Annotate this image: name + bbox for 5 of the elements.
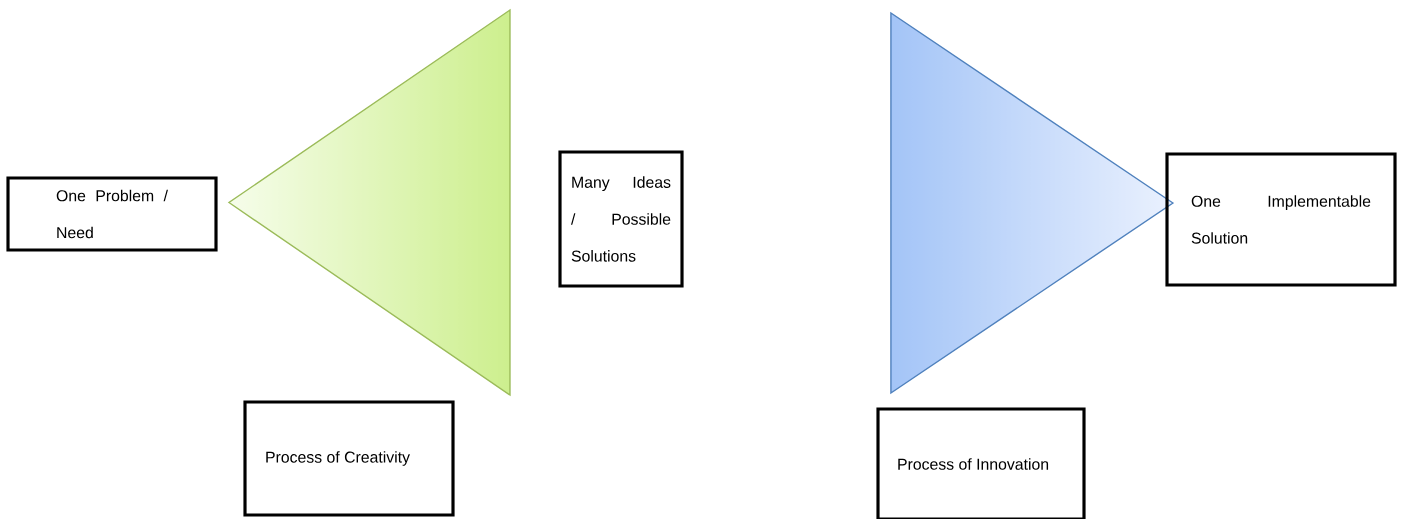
text-box: One Implementable Solution — [1165, 152, 1397, 287]
text-box: Process of Innovation — [876, 407, 1086, 519]
text-box: One Problem / Need — [6, 176, 218, 252]
text-box: Many Ideas / Possible Solutions — [558, 150, 684, 288]
text-box: Process of Creativity — [243, 400, 455, 517]
